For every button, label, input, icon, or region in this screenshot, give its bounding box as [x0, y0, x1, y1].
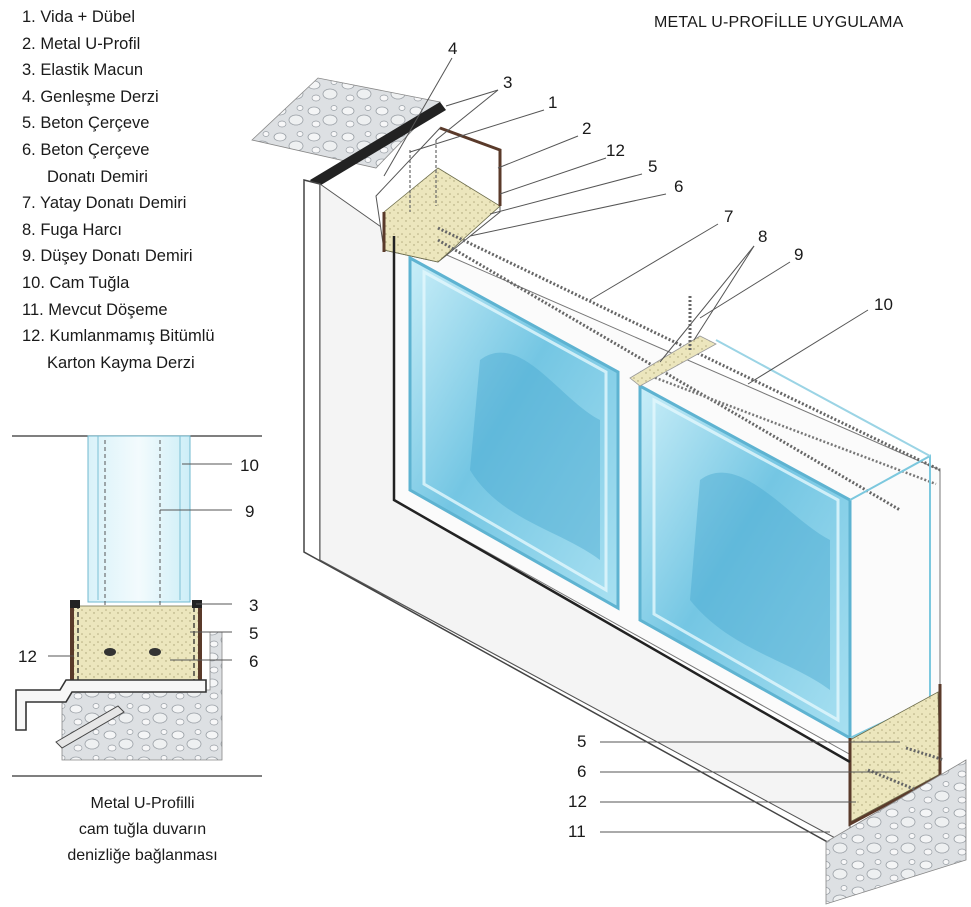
main-label: 6 — [577, 762, 586, 781]
main-label: 4 — [448, 39, 457, 58]
main-label: 10 — [874, 295, 893, 314]
main-label: 5 — [577, 732, 586, 751]
section-label: 6 — [249, 652, 258, 671]
main-label: 12 — [606, 141, 625, 160]
legend-item: 10. Cam Tuğla — [22, 273, 130, 292]
caption-line: Metal U-Profilli — [90, 795, 195, 812]
section-label: 3 — [249, 596, 258, 615]
caption-line: cam tuğla duvarın — [78, 821, 207, 838]
legend-item: 1. Vida + Dübel — [22, 8, 135, 26]
legend: 1. Vida + Dübel 2. Metal U-Profil 3. Ela… — [22, 4, 215, 376]
legend-item-continuation: Karton Kayma Derzi — [47, 353, 195, 372]
main-label: 12 — [568, 792, 587, 811]
main-label: 5 — [648, 157, 657, 176]
section-caption: Metal U-Profilli cam tuğla duvarın deniz… — [20, 791, 265, 869]
legend-item: 3. Elastik Macun — [22, 61, 144, 80]
legend-item: 8. Fuga Harcı — [22, 220, 122, 239]
legend-item: 4. Genleşme Derzi — [22, 87, 159, 106]
caption-line: denizliğe bağlanması — [67, 847, 218, 864]
legend-item: 7. Yatay Donatı Demiri — [22, 194, 187, 213]
main-label: 7 — [724, 207, 733, 226]
main-label: 9 — [794, 245, 803, 264]
legend-item: 6. Beton Çerçeve — [22, 140, 150, 159]
main-label: 11 — [568, 822, 586, 841]
main-label: 2 — [582, 119, 591, 138]
legend-item: 5. Beton Çerçeve — [22, 114, 150, 133]
legend-item: 12. Kumlanmamış Bitümlü — [22, 327, 215, 346]
section-label: 12 — [18, 647, 37, 666]
diagram-title: METAL U-PROFİLLE UYGULAMA — [654, 14, 904, 31]
section-label: 5 — [249, 624, 258, 643]
legend-item: 11. Mevcut Döşeme — [22, 300, 168, 319]
legend-item-continuation: Donatı Demiri — [47, 167, 148, 186]
legend-item: 2. Metal U-Profil — [22, 34, 141, 53]
section-detail — [15, 435, 232, 761]
main-label: 3 — [503, 73, 512, 92]
section-label: 10 — [240, 456, 259, 475]
main-label: 1 — [548, 93, 557, 112]
main-label: 8 — [758, 227, 767, 246]
section-label: 9 — [245, 502, 254, 521]
main-label: 6 — [674, 177, 683, 196]
main-3d-drawing — [251, 57, 967, 905]
legend-item: 9. Düşey Donatı Demiri — [22, 247, 193, 266]
